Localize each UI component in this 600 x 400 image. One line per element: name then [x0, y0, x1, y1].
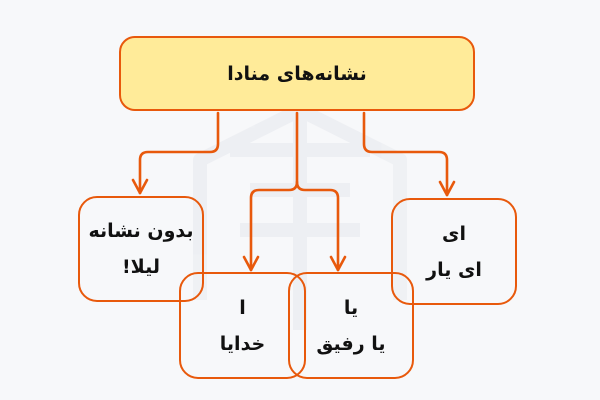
node-label: یا	[343, 296, 359, 319]
node-ya: یا یا رفیق	[288, 272, 414, 379]
arrowhead-ya-icon	[329, 255, 347, 272]
root-node-title: نشانه‌های منادا	[227, 62, 367, 85]
edge-root-to-no-sign	[138, 111, 220, 195]
edge-root-to-ya	[295, 180, 340, 272]
node-label: ا	[239, 296, 246, 319]
node-example: لیلا!	[122, 256, 160, 278]
arrowhead-no-sign-icon	[131, 178, 149, 195]
node-label: ای	[442, 222, 466, 245]
node-label: بدون نشانه	[88, 220, 194, 242]
arrowhead-ey-icon	[438, 180, 456, 197]
edge-root-to-ey	[362, 111, 449, 197]
node-no-sign: بدون نشانه لیلا!	[78, 196, 204, 302]
root-node: نشانه‌های منادا	[119, 36, 475, 111]
node-alef: ا خدایا	[179, 272, 306, 379]
arrowhead-alef-icon	[242, 255, 260, 272]
node-example: خدایا	[219, 332, 266, 355]
node-example: ای یار	[426, 258, 482, 281]
node-ey: ای ای یار	[391, 198, 517, 305]
node-example: یا رفیق	[316, 332, 386, 355]
edge-root-to-alef	[249, 111, 299, 272]
